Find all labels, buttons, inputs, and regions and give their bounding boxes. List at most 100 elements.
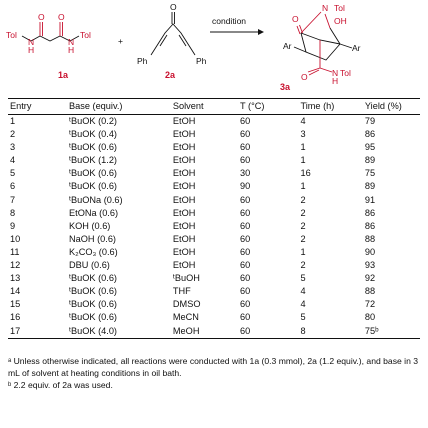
cell-entry: 6 [10,181,16,192]
cell-temp: 60 [240,260,251,271]
cell-solvent: EtOH [172,233,196,244]
header-time: Time (h) [298,98,363,115]
cell-temp: 60 [238,324,299,339]
cell-base: ᵗBuOK (1.2) [69,155,117,166]
cell-base: DBU (0.6) [69,260,110,271]
cell-yield: 79 [364,116,376,126]
cell-entry: 3 [10,142,16,153]
cell-base: ᵗBuOK (0.6) [69,299,117,310]
cell-time: 5 [300,273,306,284]
header-solvent: Solvent [170,98,239,115]
oxygen-label: O [38,12,45,22]
cell-temp: 60 [240,273,251,284]
header-yield: Yield (%) [362,98,420,115]
cell-time: 2 [300,194,306,205]
cell-time: 3 [300,129,306,140]
cell-solvent: EtOH [172,181,196,192]
tol-label: Tol [334,3,345,13]
cell-base: ᵗBuOK (0.6) [69,312,117,323]
nitrogen-label: N [28,37,34,47]
cell-temp: 60 [240,207,251,218]
cell-entry: 12 [10,260,21,271]
cell-temp: 90 [240,181,251,192]
cell-yield: 90 [364,246,376,257]
hydroxyl-label: OH [334,16,347,26]
cell-time: 8 [298,324,363,339]
cell-time: 1 [300,142,306,153]
cell-temp: 60 [240,312,251,323]
cell-yield: 91 [364,194,376,205]
cell-yield: 93 [364,260,376,271]
phenyl-label-left: Ph [137,56,148,66]
cell-entry: 14 [10,286,21,297]
footnote-a: ᵃ Unless otherwise indicated, all reacti… [8,356,419,378]
cell-time: 1 [300,246,306,257]
table-row: 4 ᵗBuOK (1.2) EtOH 60 1 89 [8,154,420,167]
cell-yield: 88 [364,233,376,244]
aryl-label-left: Ar [283,41,292,51]
compound-3a-label: 3a [280,82,291,92]
cell-temp: 60 [240,155,251,166]
cell-base: EtONa (0.6) [69,207,119,218]
nitrogen-label: N [332,68,338,78]
cell-yield: 80 [364,312,376,323]
cell-entry: 7 [10,194,16,205]
cell-base: ᵗBuOK (0.6) [69,168,117,179]
cell-base: ᵗBuOK (0.2) [69,116,117,126]
reaction-arrow: condition [210,16,264,35]
cell-yield: 75ᵇ [362,324,420,339]
cell-temp: 60 [240,116,251,126]
cell-solvent: EtOH [172,207,196,218]
cell-base: ᵗBuOK (0.6) [69,181,117,192]
cell-yield: 92 [364,273,376,284]
cell-temp: 60 [240,286,251,297]
cell-yield: 89 [364,155,376,166]
nitrogen-label: N [322,3,328,13]
cell-solvent: EtOH [172,155,196,166]
cell-time: 4 [300,116,306,126]
cell-yield: 95 [364,142,376,153]
cell-entry: 17 [8,324,68,339]
cell-entry: 4 [10,155,16,166]
cell-entry: 1 [10,116,16,126]
cell-solvent: EtOH [172,168,196,179]
condition-label: condition [212,16,246,26]
table-footnotes: ᵃ Unless otherwise indicated, all reacti… [8,355,420,391]
cell-base: ᵗBuOK (4.0) [67,324,171,339]
cell-solvent: EtOH [172,142,196,153]
cell-temp: 60 [240,246,251,257]
cell-time: 16 [300,168,311,179]
cell-time: 2 [300,207,306,218]
cell-yield: 75 [364,168,376,179]
cell-time: 4 [300,299,306,310]
table-row: 5 ᵗBuOK (0.6) EtOH 30 16 75 [8,167,420,180]
cell-temp: 30 [240,168,251,179]
cell-time: 5 [300,312,306,323]
cell-base: NaOH (0.6) [69,233,116,244]
aryl-label-right: Ar [352,43,361,53]
cell-temp: 60 [240,129,251,140]
cell-solvent: EtOH [172,116,196,126]
optimization-table: Entry Base (equiv.) Solvent T (°C) Time … [8,98,420,339]
cell-yield: 86 [364,129,376,140]
cell-entry: 5 [10,168,16,179]
cell-time: 1 [300,155,306,166]
tol-label-left: Tol [6,30,17,40]
table-row: 1 ᵗBuOK (0.2) EtOH 60 4 79 [8,115,420,129]
oxygen-label: O [301,72,308,82]
cell-solvent: EtOH [172,220,196,231]
cell-solvent: EtOH [172,260,196,271]
cell-temp: 60 [240,194,251,205]
oxygen-label: O [170,2,177,12]
cell-solvent: ᵗBuOH [172,273,200,284]
cell-base: ᵗBuOK (0.6) [69,142,117,153]
